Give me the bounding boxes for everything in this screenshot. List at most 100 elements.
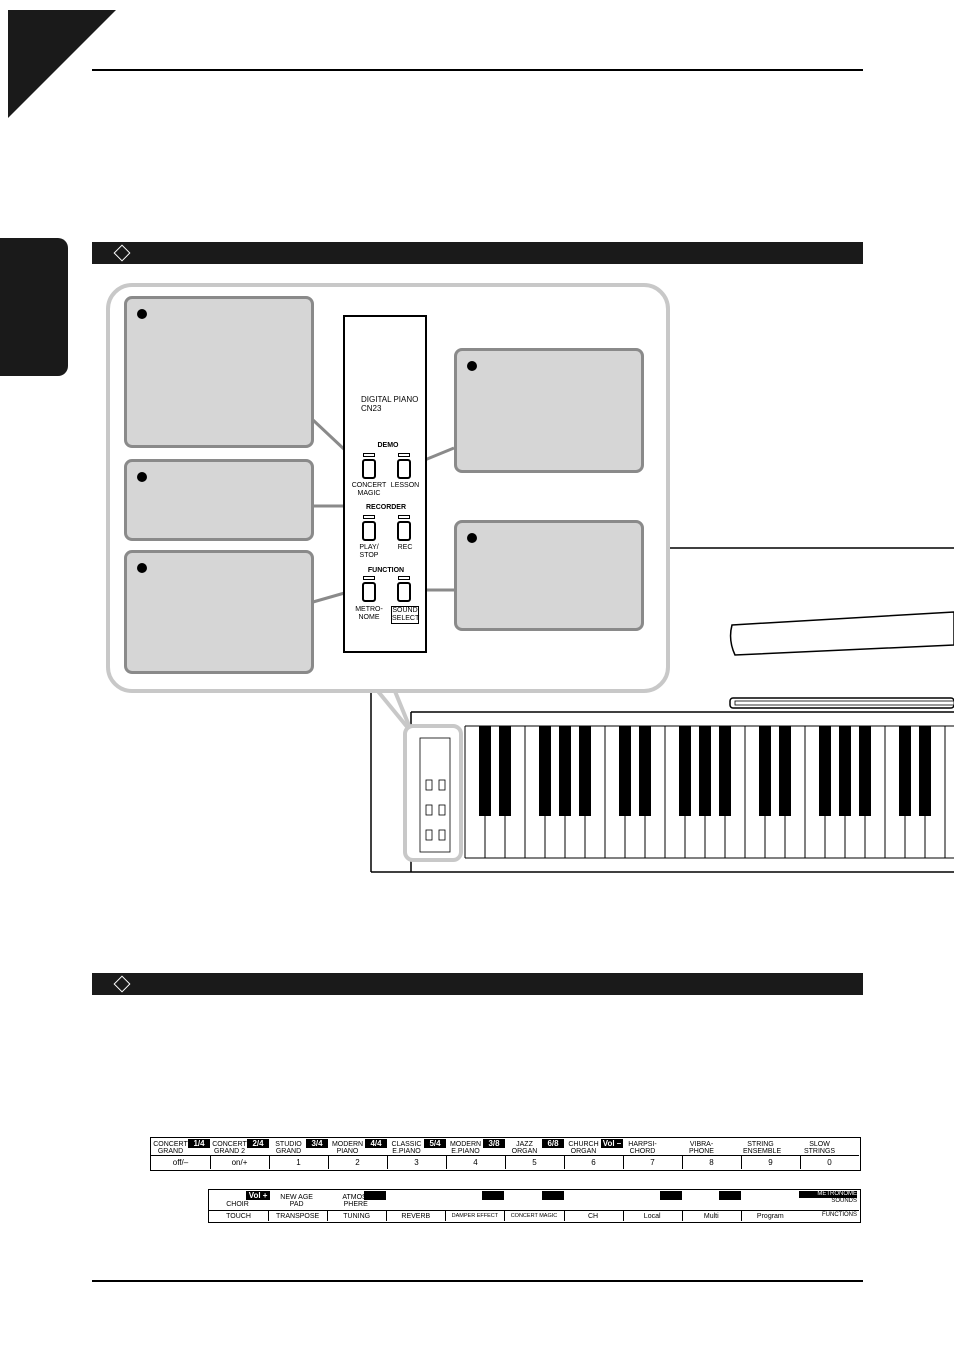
legend-sounds: SOUNDS (799, 1198, 857, 1205)
beat-tag-3: 4/4 (365, 1139, 387, 1148)
corner-decoration (8, 10, 116, 118)
blank-tag-2 (541, 1191, 564, 1200)
footer-rule (92, 1280, 863, 1282)
brand-line-2: CN23 (361, 404, 382, 413)
sound-name-extra-2: ATMOS-PHERE (342, 1194, 370, 1208)
function-label-8: Multi (703, 1213, 719, 1220)
key-value-0: off/– (172, 1158, 189, 1167)
sound-name-9: VIBRA-PHONE (689, 1141, 714, 1155)
key-value-6: 5 (532, 1158, 537, 1167)
section-heading-bar-1 (92, 242, 863, 264)
legend-metronome: METRONOME (799, 1191, 857, 1198)
callout-box-recorder (124, 459, 314, 541)
col-separator (564, 1156, 565, 1169)
key-value-1: on/+ (231, 1158, 248, 1167)
function-label-1: TRANSPOSE (276, 1213, 320, 1220)
key-value-2: 1 (296, 1158, 301, 1167)
col-separator (741, 1156, 742, 1169)
label-play-stop: PLAY/STOP (359, 544, 379, 559)
col-separator (327, 1211, 329, 1221)
col-separator (800, 1156, 801, 1169)
function-label-3: REVERB (401, 1213, 431, 1220)
legend-functions: FUNCTIONS (799, 1212, 857, 1219)
sound-name-8: HARPSI-CHORD (628, 1141, 657, 1155)
table-divider (209, 1210, 859, 1211)
function-label-0: TOUCH (226, 1213, 251, 1220)
table-divider (151, 1155, 859, 1156)
col-separator (623, 1156, 624, 1169)
col-separator (386, 1211, 388, 1221)
bullet-dot (467, 533, 477, 543)
rec-button[interactable] (397, 521, 411, 541)
col-separator (563, 1211, 565, 1221)
beat-tag-4: 5/4 (424, 1139, 446, 1148)
col-separator (740, 1211, 742, 1221)
label-rec: REC (397, 544, 413, 551)
col-separator (446, 1156, 447, 1169)
led-concert-magic (363, 453, 375, 457)
key-value-7: 6 (591, 1158, 596, 1167)
group-label-recorder: RECORDER (365, 504, 407, 511)
beat-tag-5: 3/8 (483, 1139, 505, 1148)
brand-line-1: DIGITAL PIANO (361, 395, 419, 404)
diamond-icon (113, 975, 131, 993)
callout-box-metronome (124, 550, 314, 674)
concert-magic-button[interactable] (362, 459, 376, 479)
header-rule (92, 69, 863, 71)
function-label-2: TUNING (343, 1213, 371, 1220)
sound-name-extra-0: CHOIR (226, 1201, 249, 1208)
key-value-3: 2 (355, 1158, 360, 1167)
vol-plus-tag: Vol + (246, 1191, 271, 1200)
function-label-7: Local (643, 1213, 661, 1220)
key-value-9: 8 (709, 1158, 714, 1167)
lesson-button[interactable] (397, 459, 411, 479)
key-value-4: 3 (414, 1158, 419, 1167)
group-label-demo: DEMO (377, 442, 399, 449)
blank-tag-4 (718, 1191, 741, 1200)
col-separator (387, 1156, 388, 1169)
play-stop-button[interactable] (362, 521, 376, 541)
key-value-5: 4 (473, 1158, 478, 1167)
col-separator (269, 1156, 270, 1169)
function-label-5: CONCERT MAGIC (510, 1213, 558, 1219)
group-label-function: FUNCTION (367, 567, 405, 574)
function-label-6: CH (588, 1213, 599, 1220)
metronome-button[interactable] (362, 582, 376, 602)
col-separator (328, 1156, 329, 1169)
bullet-dot (467, 361, 477, 371)
bullet-dot (137, 309, 147, 319)
sound-select-button[interactable] (397, 582, 411, 602)
beat-tag-1: 2/4 (247, 1139, 269, 1148)
blank-tag-3 (659, 1191, 682, 1200)
function-label-9: Program (756, 1213, 784, 1220)
led-play-stop (363, 515, 375, 519)
callout-box-sound-select (454, 520, 644, 631)
beat-tag-0: 1/4 (188, 1139, 210, 1148)
key-value-8: 7 (650, 1158, 655, 1167)
bullet-dot (137, 563, 147, 573)
label-lesson: LESSON (390, 482, 420, 489)
callout-box-lesson (454, 348, 644, 473)
led-sound-select (398, 576, 410, 580)
blank-tag-0 (364, 1191, 387, 1200)
led-metronome (363, 576, 375, 580)
panel-brand: DIGITAL PIANO CN23 (361, 395, 418, 413)
col-separator (268, 1211, 270, 1221)
callout-box-concert-magic (124, 296, 314, 448)
